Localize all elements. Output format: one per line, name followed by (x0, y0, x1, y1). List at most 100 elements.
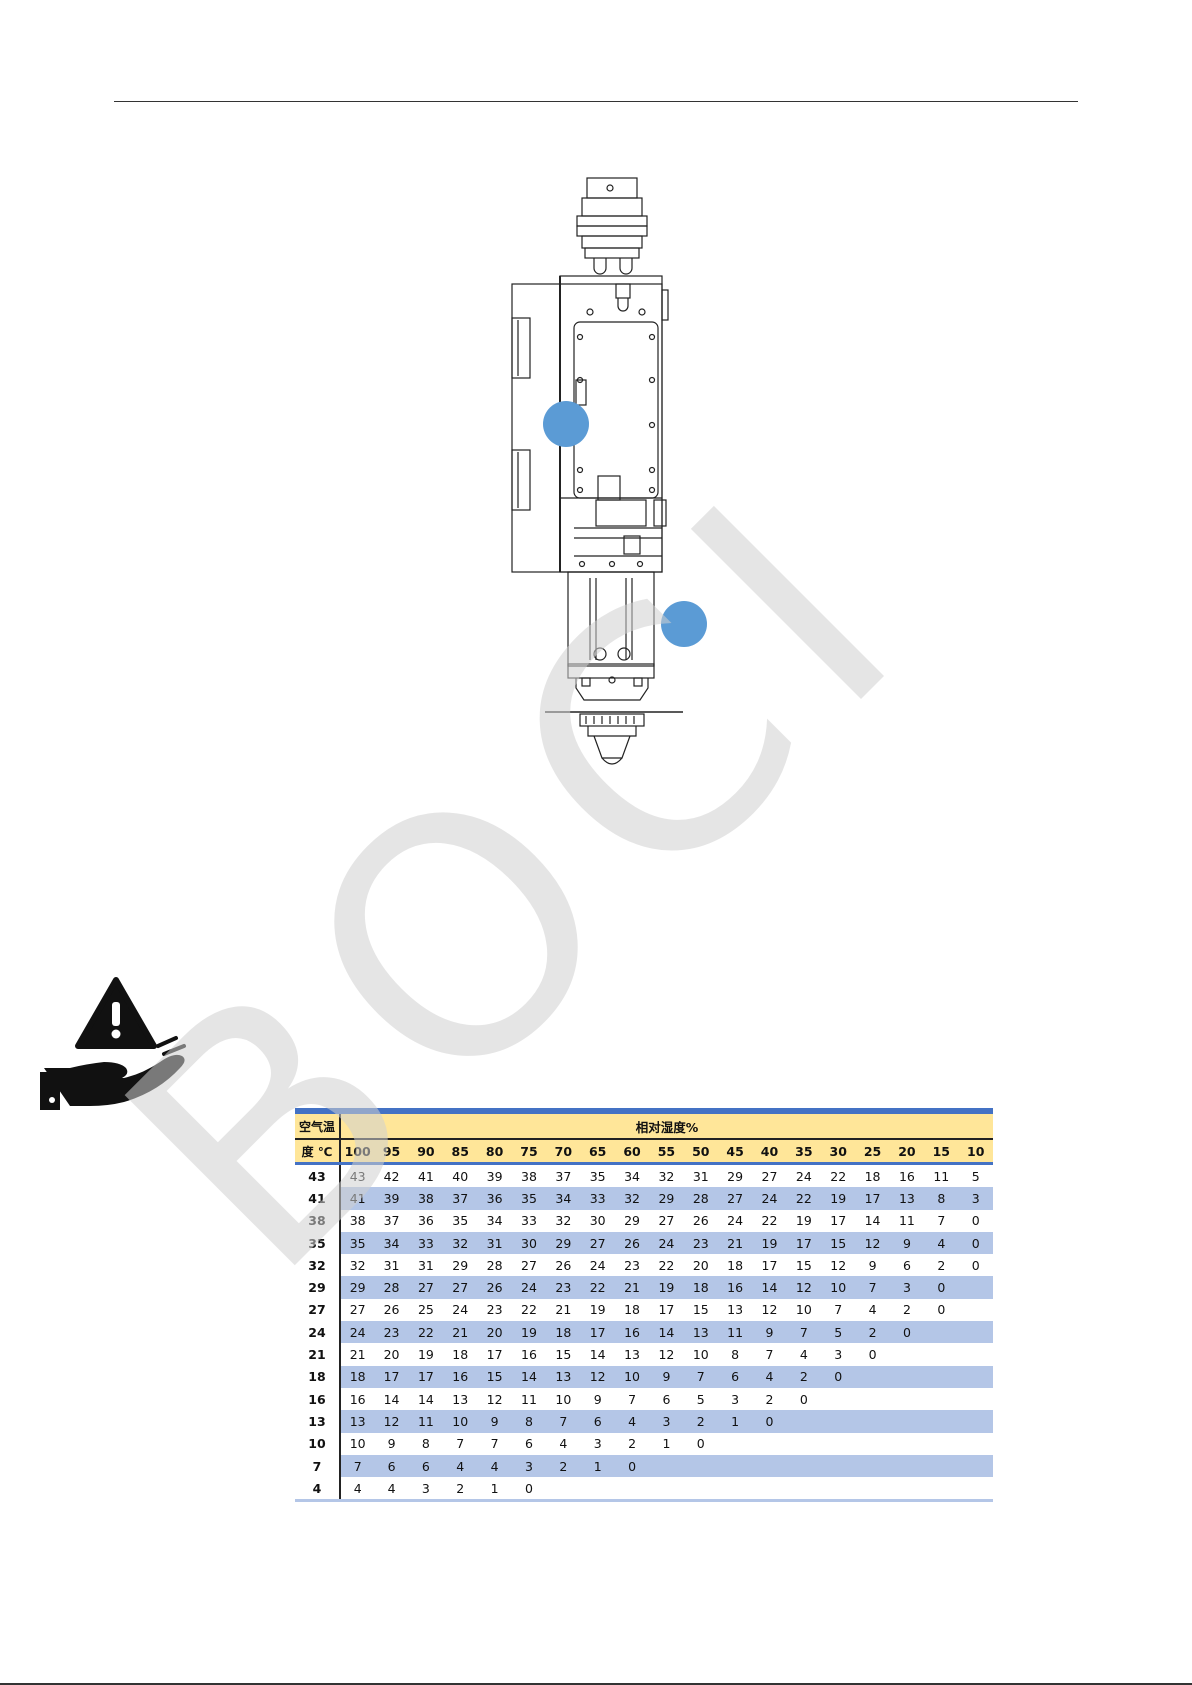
dew-point-cell: 25 (408, 1298, 444, 1322)
dew-point-cell: 28 (374, 1276, 409, 1299)
dew-point-cell: 17 (649, 1298, 684, 1322)
dew-point-cell (821, 1454, 856, 1478)
dew-point-cell: 36 (408, 1209, 444, 1232)
dew-point-cell: 7 (855, 1276, 890, 1299)
dew-point-cell: 3 (649, 1410, 684, 1433)
humidity-column-header: 85 (443, 1139, 478, 1165)
dew-point-cell: 0 (821, 1365, 856, 1388)
dew-point-cell: 29 (546, 1231, 581, 1255)
dew-point-cell: 4 (477, 1454, 512, 1478)
air-temp-cell: 38 (295, 1209, 341, 1232)
dew-point-cell (546, 1477, 581, 1503)
dew-point-cell (614, 1477, 650, 1503)
dew-point-cell: 13 (614, 1343, 650, 1366)
dew-point-cell: 7 (752, 1343, 787, 1366)
dew-point-cell: 18 (614, 1298, 650, 1322)
dew-point-cell: 32 (649, 1163, 684, 1188)
dew-point-cell: 18 (683, 1276, 718, 1299)
humidity-column-header: 30 (821, 1139, 856, 1165)
dew-point-cell: 21 (717, 1231, 753, 1255)
dew-point-cell: 8 (717, 1343, 753, 1366)
dew-point-cell: 14 (752, 1276, 787, 1299)
dew-point-cell: 32 (546, 1209, 581, 1232)
footer-rule (0, 1683, 1192, 1685)
dew-point-cell: 19 (511, 1321, 547, 1344)
dew-point-cell: 10 (821, 1276, 856, 1299)
dew-point-cell (855, 1432, 890, 1455)
dew-point-cell: 0 (924, 1276, 959, 1299)
dew-point-cell: 22 (580, 1276, 615, 1299)
air-temp-cell: 7 (295, 1454, 341, 1478)
dew-point-cell: 39 (374, 1187, 409, 1210)
dew-point-cell: 12 (477, 1387, 512, 1411)
dew-point-cell: 0 (958, 1254, 993, 1277)
dew-point-cell: 16 (614, 1321, 650, 1344)
dew-point-cell: 14 (408, 1387, 444, 1411)
dew-point-cell: 2 (752, 1387, 787, 1411)
dew-point-cell: 20 (683, 1254, 718, 1277)
dew-point-cell: 24 (340, 1321, 375, 1344)
dew-point-cell (717, 1432, 753, 1455)
dew-point-cell: 11 (889, 1209, 925, 1232)
dew-point-cell: 18 (855, 1163, 890, 1188)
dew-point-cell: 29 (340, 1276, 375, 1299)
dew-point-cell: 9 (649, 1365, 684, 1388)
dew-point-cell (889, 1343, 925, 1366)
dew-point-cell (855, 1454, 890, 1478)
dew-point-cell: 27 (752, 1163, 787, 1188)
dew-point-cell: 32 (614, 1187, 650, 1210)
dew-point-cell (889, 1365, 925, 1388)
dew-point-cell (889, 1410, 925, 1433)
dew-point-cell: 12 (374, 1410, 409, 1433)
air-temp-cell: 43 (295, 1163, 341, 1188)
dew-point-cell: 10 (340, 1432, 375, 1455)
dew-point-cell: 0 (855, 1343, 890, 1366)
dew-point-cell: 41 (340, 1187, 375, 1210)
dew-point-cell: 2 (443, 1477, 478, 1503)
dew-point-cell: 27 (717, 1187, 753, 1210)
air-temp-cell: 35 (295, 1231, 341, 1255)
dew-point-cell: 28 (477, 1254, 512, 1277)
dew-point-cell: 2 (855, 1321, 890, 1344)
dew-point-cell: 3 (889, 1276, 925, 1299)
dew-point-cell (821, 1477, 856, 1503)
dew-point-cell: 39 (477, 1163, 512, 1188)
dew-point-cell: 2 (889, 1298, 925, 1322)
dew-point-cell: 1 (649, 1432, 684, 1455)
dew-point-cell: 4 (374, 1477, 409, 1503)
air-temp-cell: 32 (295, 1254, 341, 1277)
dew-point-cell: 19 (649, 1276, 684, 1299)
dew-point-cell: 19 (752, 1231, 787, 1255)
dew-point-cell: 6 (374, 1454, 409, 1478)
dew-point-cell: 37 (443, 1187, 478, 1210)
dew-point-cell: 2 (614, 1432, 650, 1455)
dew-point-cell: 13 (340, 1410, 375, 1433)
dew-point-cell (958, 1410, 993, 1433)
dew-point-cell: 12 (821, 1254, 856, 1277)
dew-point-cell: 26 (546, 1254, 581, 1277)
air-temp-cell: 4 (295, 1477, 341, 1503)
dew-point-cell: 19 (580, 1298, 615, 1322)
dew-point-cell: 7 (546, 1410, 581, 1433)
dew-point-cell (924, 1365, 959, 1388)
dew-point-cell: 17 (374, 1365, 409, 1388)
humidity-column-header: 15 (924, 1139, 959, 1165)
dew-point-cell: 24 (443, 1298, 478, 1322)
dew-point-cell: 21 (546, 1298, 581, 1322)
dew-point-cell: 11 (717, 1321, 753, 1344)
dew-point-cell: 3 (958, 1187, 993, 1210)
dew-point-cell (924, 1454, 959, 1478)
dew-point-cell: 7 (821, 1298, 856, 1322)
dew-point-cell (958, 1321, 993, 1344)
dew-point-cell: 24 (786, 1163, 822, 1188)
dew-point-cell: 15 (546, 1343, 581, 1366)
dew-point-cell: 28 (683, 1187, 718, 1210)
humidity-column-header: 20 (889, 1139, 925, 1165)
dew-point-cell: 13 (717, 1298, 753, 1322)
dew-point-cell: 36 (477, 1187, 512, 1210)
dew-point-cell: 14 (580, 1343, 615, 1366)
